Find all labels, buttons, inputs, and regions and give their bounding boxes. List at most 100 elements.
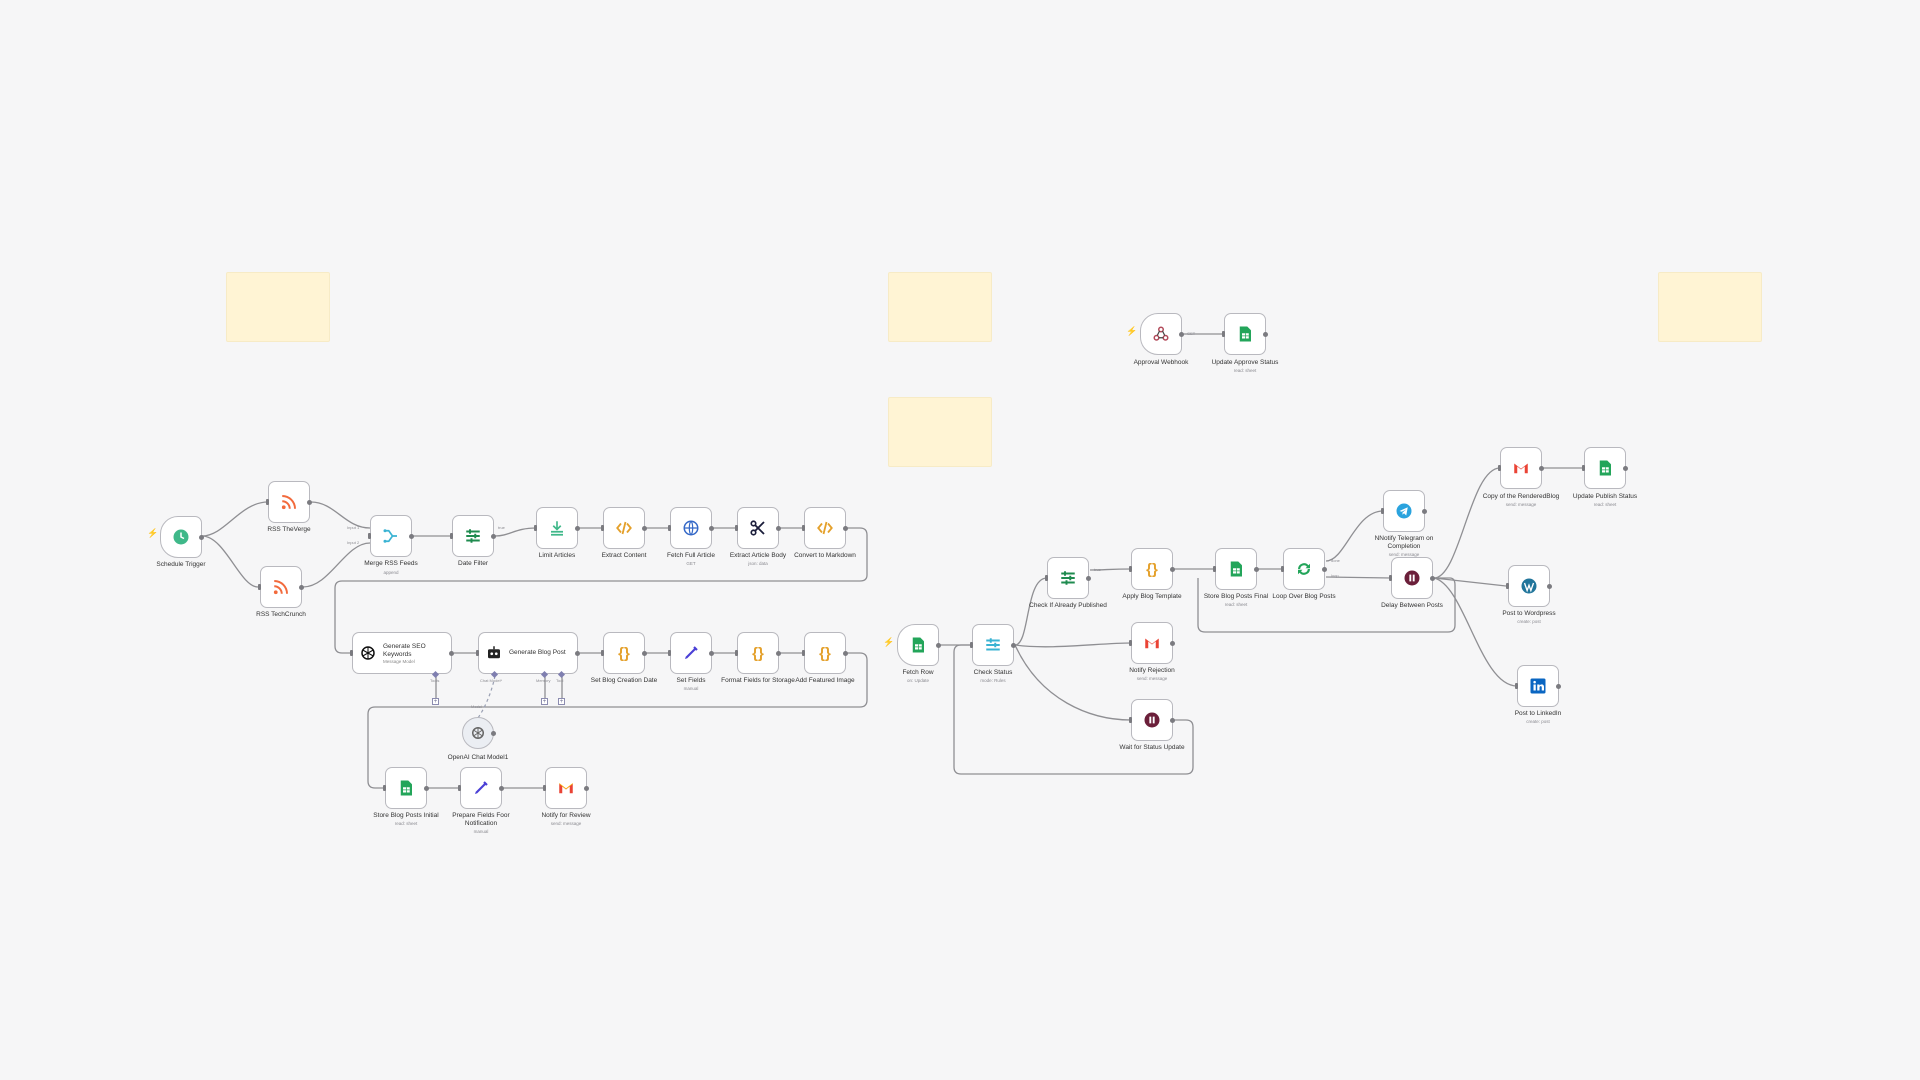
notify-for-review-node[interactable]: [545, 767, 587, 809]
input-port[interactable]: [1498, 465, 1501, 471]
input-port[interactable]: [1129, 717, 1132, 723]
output-port[interactable]: [449, 650, 454, 656]
apply-blog-template-node[interactable]: {}: [1131, 548, 1173, 590]
update-approve-status-node[interactable]: [1224, 313, 1266, 355]
output-port[interactable]: [843, 650, 848, 656]
date-filter-node[interactable]: [452, 515, 494, 557]
sticky-note[interactable]: [888, 272, 992, 342]
update-publish-status-node[interactable]: [1584, 447, 1626, 489]
schedule-trigger-node[interactable]: [160, 516, 202, 558]
input-port[interactable]: [735, 525, 738, 531]
check-status-node[interactable]: [972, 624, 1014, 666]
input-port[interactable]: [1381, 508, 1384, 514]
input-port[interactable]: [458, 785, 461, 791]
input-port[interactable]: [258, 584, 261, 590]
output-port[interactable]: [1547, 583, 1552, 589]
rss-theverge-node[interactable]: [268, 481, 310, 523]
sticky-note[interactable]: [888, 397, 992, 467]
set-fields-node[interactable]: [670, 632, 712, 674]
input-port[interactable]: [1222, 331, 1225, 337]
input-port[interactable]: [668, 525, 671, 531]
output-port[interactable]: [642, 650, 647, 656]
sticky-note[interactable]: [1658, 272, 1762, 342]
output-port[interactable]: [584, 785, 589, 791]
output-port[interactable]: [199, 534, 204, 540]
store-blog-posts-final-node[interactable]: [1215, 548, 1257, 590]
output-port[interactable]: [1422, 508, 1427, 514]
input-port[interactable]: [970, 642, 973, 648]
input-port[interactable]: [1389, 575, 1392, 581]
input-port[interactable]: [1281, 566, 1284, 572]
sticky-note[interactable]: [226, 272, 330, 342]
add-tool-button[interactable]: +: [432, 698, 439, 705]
input-port[interactable]: [1129, 566, 1132, 572]
output-port[interactable]: [642, 525, 647, 531]
output-port[interactable]: [709, 525, 714, 531]
limit-articles-node[interactable]: [536, 507, 578, 549]
output-port[interactable]: [491, 730, 496, 736]
copy-rendered-blog-node[interactable]: [1500, 447, 1542, 489]
merge-rss-feeds-node[interactable]: [370, 515, 412, 557]
post-to-wordpress-node[interactable]: [1508, 565, 1550, 607]
output-port[interactable]: [1539, 465, 1544, 471]
generate-blog-post-node[interactable]: Generate Blog Post: [478, 632, 578, 674]
output-port[interactable]: [491, 533, 496, 539]
output-port[interactable]: [936, 642, 941, 648]
output-port[interactable]: [1430, 575, 1435, 581]
input-port[interactable]: [543, 785, 546, 791]
input-port[interactable]: [1582, 465, 1585, 471]
add-featured-image-node[interactable]: {}: [804, 632, 846, 674]
input-port[interactable]: [1515, 683, 1518, 689]
output-port[interactable]: [409, 533, 414, 539]
input-port[interactable]: [1129, 640, 1132, 646]
input-port[interactable]: [350, 650, 353, 656]
fetch-full-article-node[interactable]: [670, 507, 712, 549]
output-port[interactable]: [499, 785, 504, 791]
output-port[interactable]: [1170, 640, 1175, 646]
output-port[interactable]: [1170, 717, 1175, 723]
format-fields-for-storage-node[interactable]: {}: [737, 632, 779, 674]
convert-to-markdown-node[interactable]: [804, 507, 846, 549]
input-port[interactable]: [1213, 566, 1216, 572]
notify-rejection-node[interactable]: [1131, 622, 1173, 664]
input-port[interactable]: [383, 785, 386, 791]
input-port[interactable]: [601, 650, 604, 656]
store-blog-posts-initial-node[interactable]: [385, 767, 427, 809]
output-port[interactable]: [1623, 465, 1628, 471]
loop-over-blog-posts-node[interactable]: [1283, 548, 1325, 590]
check-already-published-node[interactable]: [1047, 557, 1089, 599]
input-port[interactable]: [601, 525, 604, 531]
output-port[interactable]: [575, 650, 580, 656]
input-port[interactable]: [735, 650, 738, 656]
input-port[interactable]: [266, 499, 269, 505]
input-port[interactable]: [534, 525, 537, 531]
output-port[interactable]: [299, 584, 304, 590]
notify-telegram-completion-node[interactable]: [1383, 490, 1425, 532]
rss-techcrunch-node[interactable]: [260, 566, 302, 608]
extract-article-body-node[interactable]: [737, 507, 779, 549]
set-blog-creation-date-node[interactable]: {}: [603, 632, 645, 674]
approval-webhook-node[interactable]: [1140, 313, 1182, 355]
openai-chat-model-node[interactable]: [462, 717, 494, 749]
output-port[interactable]: [776, 650, 781, 656]
input-port[interactable]: [668, 650, 671, 656]
output-port[interactable]: [709, 650, 714, 656]
input-port[interactable]: [802, 525, 805, 531]
input-port[interactable]: [476, 650, 479, 656]
output-port[interactable]: [1011, 642, 1016, 648]
output-port[interactable]: [1179, 331, 1184, 337]
delay-between-posts-node[interactable]: [1391, 557, 1433, 599]
output-port[interactable]: [843, 525, 848, 531]
prepare-fields-notification-node[interactable]: [460, 767, 502, 809]
output-port[interactable]: [776, 525, 781, 531]
wait-for-status-update-node[interactable]: [1131, 699, 1173, 741]
output-port[interactable]: [307, 499, 312, 505]
add-tool-button[interactable]: +: [558, 698, 565, 705]
fetch-row-node[interactable]: [897, 624, 939, 666]
output-port[interactable]: [424, 785, 429, 791]
output-port[interactable]: [1556, 683, 1561, 689]
input-port[interactable]: [802, 650, 805, 656]
post-to-linkedin-node[interactable]: [1517, 665, 1559, 707]
